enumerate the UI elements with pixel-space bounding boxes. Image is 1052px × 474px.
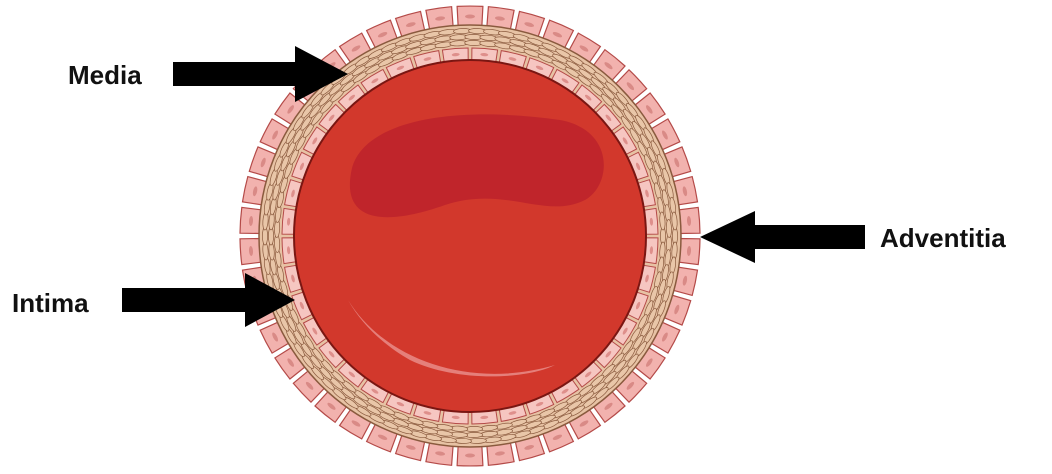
intima-label: Intima xyxy=(12,290,89,316)
adventitia-label: Adventitia xyxy=(880,225,1006,251)
adventitia-arrow xyxy=(700,211,865,263)
media-label: Media xyxy=(68,62,142,88)
lumen xyxy=(294,60,646,412)
